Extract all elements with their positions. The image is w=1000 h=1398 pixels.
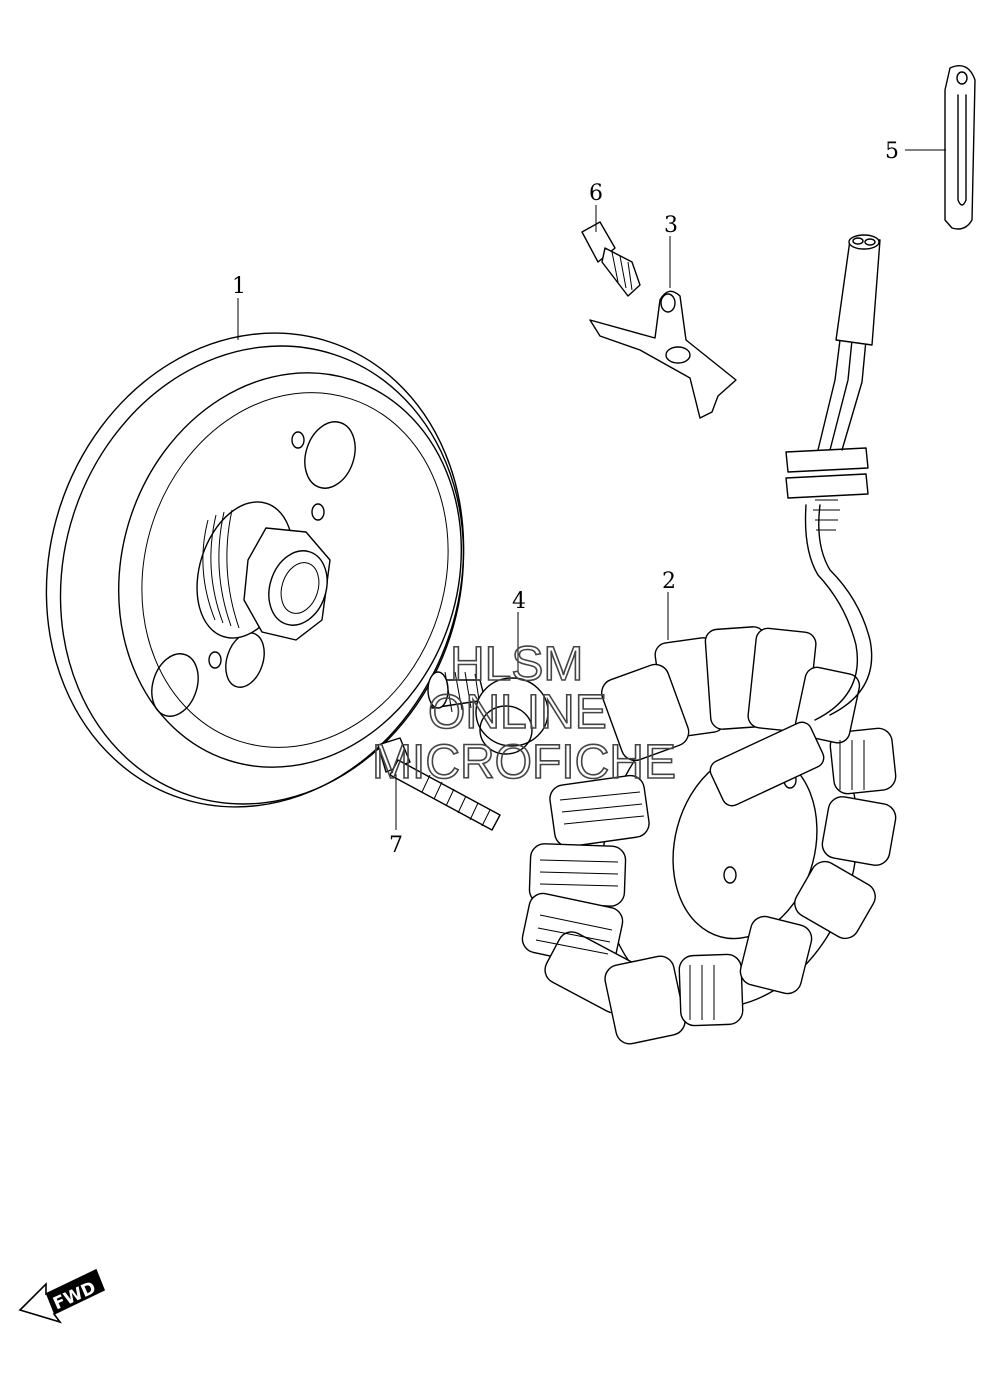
leader-lines — [237, 149, 946, 830]
fwd-direction-arrow-icon: FWD — [18, 1268, 106, 1324]
part-7-bolt — [377, 737, 501, 831]
stator-coils — [521, 626, 897, 1045]
part-1-rotor — [45, 332, 465, 808]
callout-6: 6 — [589, 181, 603, 206]
callout-2: 2 — [662, 569, 676, 594]
part-6-screw — [581, 221, 641, 297]
watermark-line-3: MICROFICHE — [372, 736, 676, 789]
callout-5: 5 — [885, 139, 899, 164]
part-5-clip — [944, 65, 976, 230]
part-4-bolt — [427, 671, 549, 755]
callout-4: 4 — [512, 589, 526, 614]
watermark: HLSM ONLINE MICROFICHE — [371, 637, 677, 790]
callout-3: 3 — [664, 213, 678, 238]
callout-1: 1 — [232, 274, 246, 299]
callout-labels: 1 2 3 4 5 6 7 — [232, 139, 899, 858]
part-2-stator — [521, 234, 897, 1045]
watermark-line-2: ONLINE — [428, 686, 607, 739]
watermark-line-1: HLSM — [450, 638, 583, 691]
callout-7: 7 — [389, 833, 403, 858]
part-3-wire-clamp — [589, 290, 737, 419]
